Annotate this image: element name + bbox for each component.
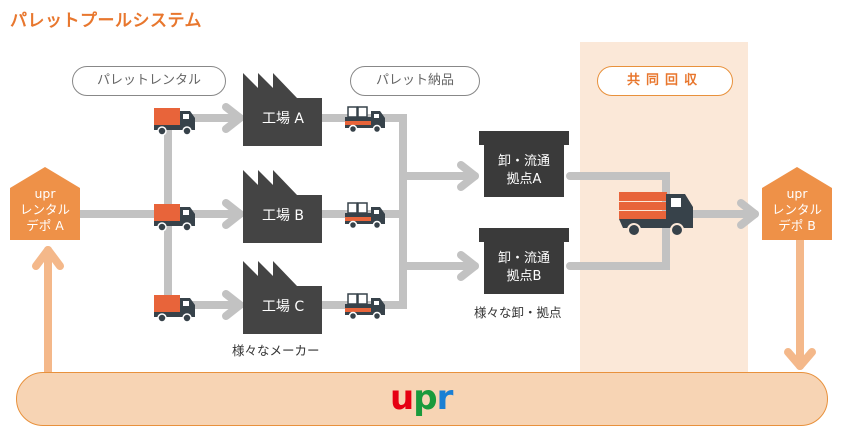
depot-b-label: upr レンタル デポ B [762, 186, 832, 234]
logo-r: r [436, 378, 454, 418]
factory-b-icon [243, 170, 322, 243]
upr-logo: upr [390, 378, 454, 418]
dist-b-line2: 拠点B [506, 269, 542, 284]
return-arrow-down [784, 236, 816, 370]
dist-a-label: 卸・流通 拠点A [479, 153, 569, 189]
factories-caption: 様々なメーカー [232, 343, 320, 358]
collection-truck-icon [619, 192, 693, 237]
factory-a-icon [243, 73, 322, 146]
return-arrow-up [32, 246, 64, 384]
depot-a-label: upr レンタル デポ A [10, 186, 80, 234]
upr-pool-bar [16, 372, 828, 426]
dist-a-building-icon [479, 131, 569, 197]
depot-a-house-icon [10, 167, 80, 240]
depot-b-line3: デポ B [778, 218, 816, 233]
logo-u: u [390, 378, 414, 418]
dist-a-line2: 拠点A [506, 172, 542, 187]
dist-a-line1: 卸・流通 [497, 154, 550, 169]
depot-b-house-icon [762, 167, 832, 240]
rental-truck-icon [154, 108, 195, 136]
logo-p: p [413, 378, 437, 418]
factory-c-label: 工場 C [261, 299, 305, 315]
delivery-truck-icon [344, 293, 386, 321]
delivery-truck-icon [345, 106, 385, 134]
dist-b-label: 卸・流通 拠点B [479, 250, 569, 286]
depot-a-line1: upr [34, 186, 56, 201]
pallet-rental-label: パレットレンタル [72, 66, 226, 96]
joint-collection-label: 共同回収 [597, 66, 733, 96]
depot-a-line3: デポ A [26, 218, 64, 233]
depot-a-line2: レンタル [19, 202, 70, 217]
factory-c-icon [243, 261, 322, 334]
factory-a-label: 工場 A [261, 111, 305, 127]
dist-b-building-icon [479, 228, 569, 294]
rental-truck-icon [153, 294, 196, 323]
factory-b-label: 工場 B [261, 208, 305, 224]
pallet-delivery-label: パレット納品 [350, 66, 480, 96]
page-title: パレットプールシステム [10, 11, 202, 31]
delivery-truck-icon [344, 202, 386, 230]
distribution-caption: 様々な卸・拠点 [474, 305, 562, 320]
rental-truck-icon [153, 203, 196, 232]
dist-b-line1: 卸・流通 [497, 251, 550, 266]
depot-b-line2: レンタル [771, 202, 822, 217]
depot-b-line1: upr [786, 186, 808, 201]
